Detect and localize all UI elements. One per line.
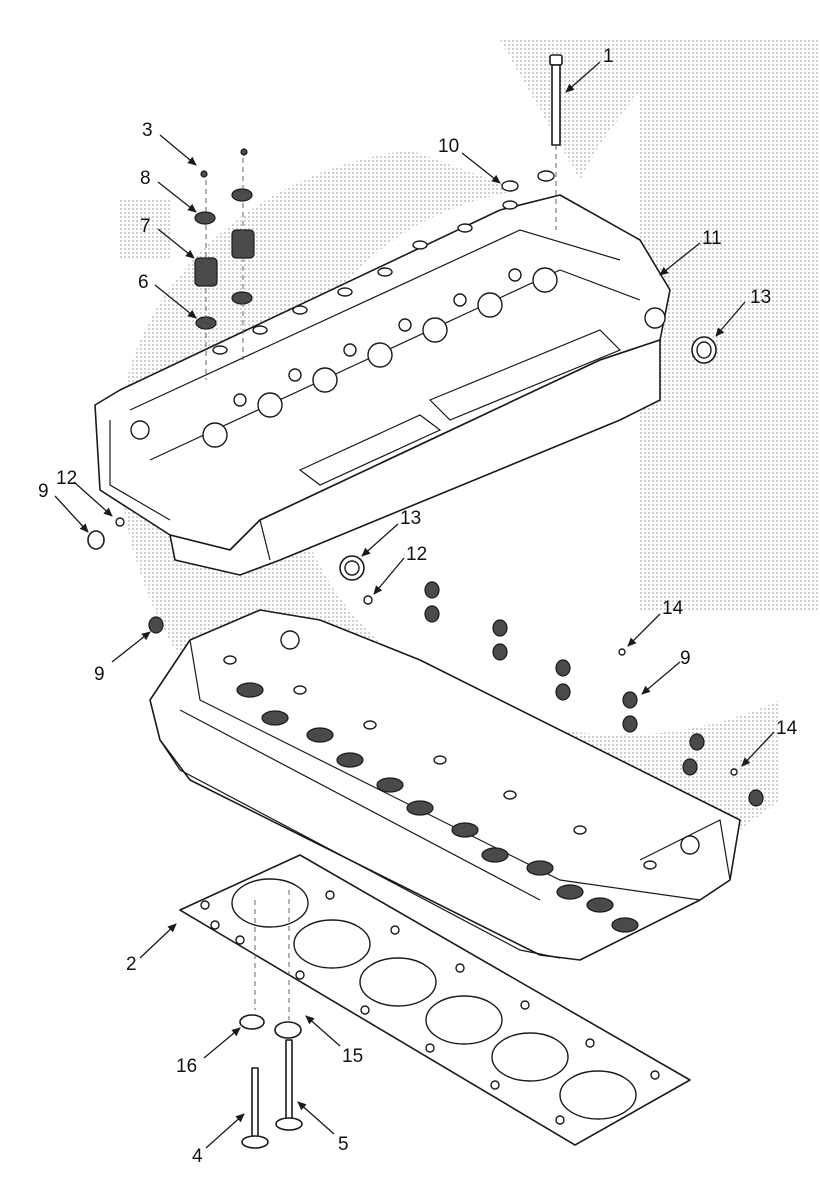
callout-14a: 14 xyxy=(662,598,684,619)
callout-labels: 1 3 8 7 6 10 11 13 9 12 13 12 9 14 9 14 … xyxy=(38,46,798,1167)
callout-9a: 9 xyxy=(38,481,49,502)
seal-ring-inner xyxy=(344,560,360,576)
callout-1: 1 xyxy=(603,46,614,67)
seal-ring-inner xyxy=(696,341,712,359)
callout-15: 15 xyxy=(342,1046,363,1067)
sleeve-seals xyxy=(148,581,764,807)
callout-12a: 12 xyxy=(56,468,77,489)
upper-cylinder-head xyxy=(94,194,671,576)
callout-11: 11 xyxy=(702,228,722,249)
callout-4: 4 xyxy=(192,1146,203,1167)
callout-13b: 13 xyxy=(400,508,421,529)
callout-14b: 14 xyxy=(776,718,798,739)
washer xyxy=(501,180,519,192)
callout-9c: 9 xyxy=(680,648,691,669)
callout-9b: 9 xyxy=(94,664,105,685)
callout-3: 3 xyxy=(142,120,153,141)
callout-8: 8 xyxy=(140,168,151,189)
callout-12b: 12 xyxy=(406,544,427,565)
valve-spring-assembly xyxy=(194,148,255,380)
callout-6: 6 xyxy=(138,272,149,293)
callout-5: 5 xyxy=(338,1134,349,1155)
callout-16: 16 xyxy=(176,1056,197,1077)
washer xyxy=(537,170,555,182)
callout-2: 2 xyxy=(126,954,137,975)
leader-lines xyxy=(54,61,775,1149)
plug xyxy=(87,530,105,550)
callout-10: 10 xyxy=(438,136,459,157)
head-bolt xyxy=(549,54,563,230)
plug-small xyxy=(363,595,373,605)
valves xyxy=(239,890,303,1149)
callout-7: 7 xyxy=(140,216,151,237)
plug-small xyxy=(115,517,125,527)
lower-cylinder-head xyxy=(149,609,741,961)
callout-13a: 13 xyxy=(750,287,771,308)
